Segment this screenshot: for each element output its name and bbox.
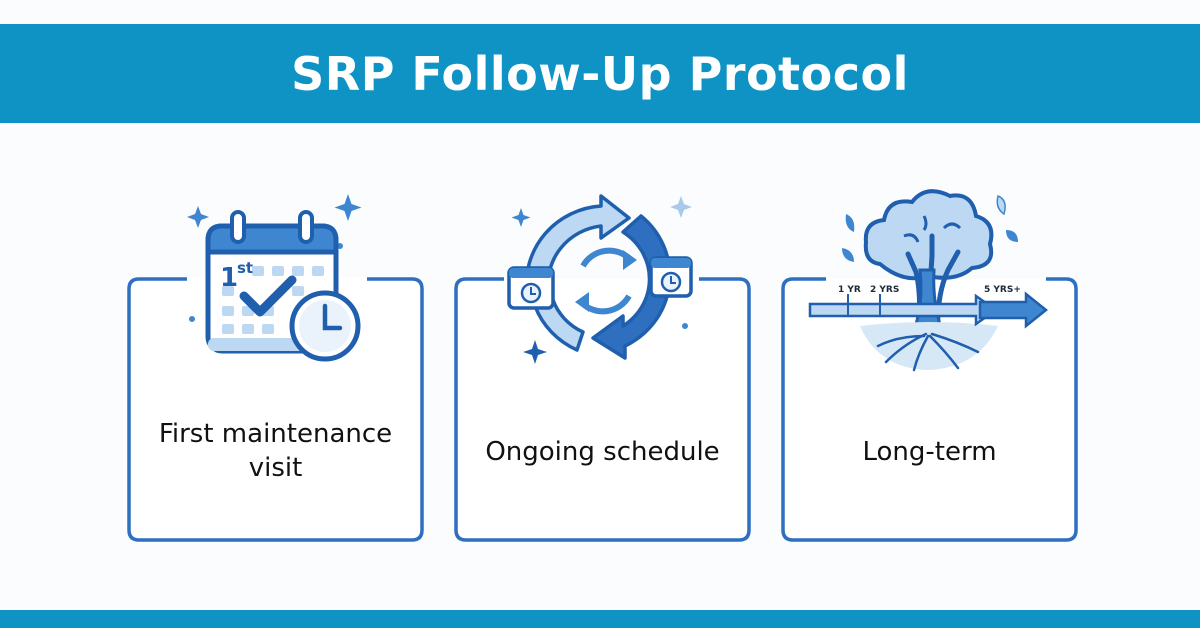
calendar-clock-icon: 1 st — [187, 194, 362, 362]
sparkle-icon — [334, 194, 362, 221]
card-label: First maintenance visit — [158, 419, 393, 483]
card-ongoing-schedule: Ongoing schedule — [454, 277, 751, 542]
sparkle-icon — [670, 196, 692, 218]
timeline-marker-1: 1 YR — [838, 285, 861, 295]
sparkle-icon — [187, 206, 209, 228]
tree-canopy — [863, 189, 994, 281]
timeline-marker-2: 2 YRS — [870, 285, 899, 295]
card-label: Long-term — [862, 437, 997, 467]
tree-timeline-icon: 1 YR 2 YRS 5 YRS+ — [808, 189, 1049, 372]
card-frame — [454, 277, 751, 542]
calendar-icon — [649, 256, 693, 298]
ordinal-number: 1 — [220, 263, 238, 293]
checkmark-icon — [239, 275, 297, 317]
timeline-marker-3: 5 YRS+ — [984, 285, 1021, 295]
card-label: Ongoing schedule — [485, 437, 720, 467]
sparkle-icon — [511, 208, 531, 227]
footer-bar — [0, 610, 1200, 628]
card-long-term: Long-term — [781, 277, 1078, 542]
header-banner: SRP Follow-Up Protocol — [0, 24, 1200, 123]
ordinal-suffix: st — [237, 259, 253, 277]
sparkle-icon — [523, 340, 547, 364]
timeline-arrow — [808, 291, 1049, 329]
clock-icon — [289, 290, 361, 362]
recurring-cycle-icon — [507, 194, 693, 364]
calendar-icon — [507, 266, 555, 310]
page-title: SRP Follow-Up Protocol — [291, 46, 909, 101]
card-frame — [781, 277, 1078, 542]
